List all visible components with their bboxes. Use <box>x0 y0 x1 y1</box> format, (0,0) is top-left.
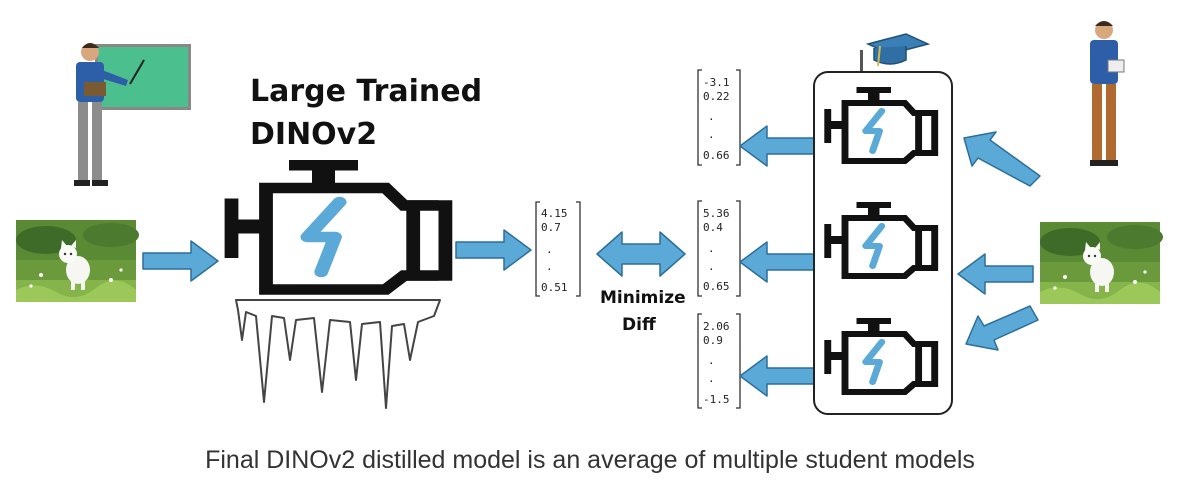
student-output-vector: -3.1 0.22 . . 0.66 <box>697 69 741 166</box>
student-vector-value: 0.66 <box>703 149 730 162</box>
student-vector-value: . <box>708 354 715 367</box>
arrow-input-to-student <box>965 305 1039 351</box>
student-vector-value: . <box>708 110 715 123</box>
student-vector-value: . <box>708 128 715 141</box>
minimize-label: Minimize <box>600 288 686 308</box>
arrow-input-to-student <box>963 131 1041 187</box>
student-vector-value: 0.22 <box>703 90 730 103</box>
input-image-left <box>16 220 139 302</box>
arrow-input-to-student <box>957 253 1034 295</box>
arrow-input-to-teacher <box>142 240 219 282</box>
arrow-student-to-output <box>739 241 816 283</box>
arrow-teacher-to-output <box>455 229 532 271</box>
teacher-title-line1: Large Trained <box>250 74 482 109</box>
student-vector-value: -1.5 <box>703 393 730 406</box>
icicles <box>235 299 441 409</box>
student-figure <box>1090 21 1125 166</box>
student-vector-value: . <box>708 242 715 255</box>
diff-label: Diff <box>622 315 656 335</box>
input-image-right <box>1040 222 1163 304</box>
teacher-title-line2: DINOv2 <box>250 117 377 152</box>
teacher-engine-icon <box>225 160 446 409</box>
student-vector-value: 2.06 <box>703 320 730 333</box>
student-output-vector: 5.36 0.4 . . 0.65 <box>697 200 741 297</box>
teacher-figure <box>74 43 191 186</box>
caption: Final DINOv2 distilled model is an avera… <box>205 446 975 474</box>
student-vector-value: -3.1 <box>703 76 730 89</box>
teacher-vector-value: 0.7 <box>541 221 561 234</box>
teacher-vector-value: 0.51 <box>541 281 568 294</box>
teacher-vector-value: . <box>546 260 553 273</box>
graduation-cap-icon <box>860 33 931 72</box>
teacher-vector-value: 4.15 <box>541 207 568 220</box>
student-vector-value: 0.4 <box>703 221 723 234</box>
double-arrow <box>596 231 686 277</box>
student-vector-value: 0.9 <box>703 334 723 347</box>
teacher-output-vector: 4.15 0.7 . . 0.51 <box>535 201 581 297</box>
student-output-vector: 2.06 0.9 . . -1.5 <box>697 313 741 409</box>
arrow-student-to-output <box>739 125 816 167</box>
student-vector-value: . <box>708 260 715 273</box>
arrow-student-to-output <box>739 355 816 397</box>
teacher-vector-value: . <box>546 243 553 256</box>
student-vector-value: 5.36 <box>703 207 730 220</box>
student-vector-value: 0.65 <box>703 280 730 293</box>
student-vector-value: . <box>708 372 715 385</box>
